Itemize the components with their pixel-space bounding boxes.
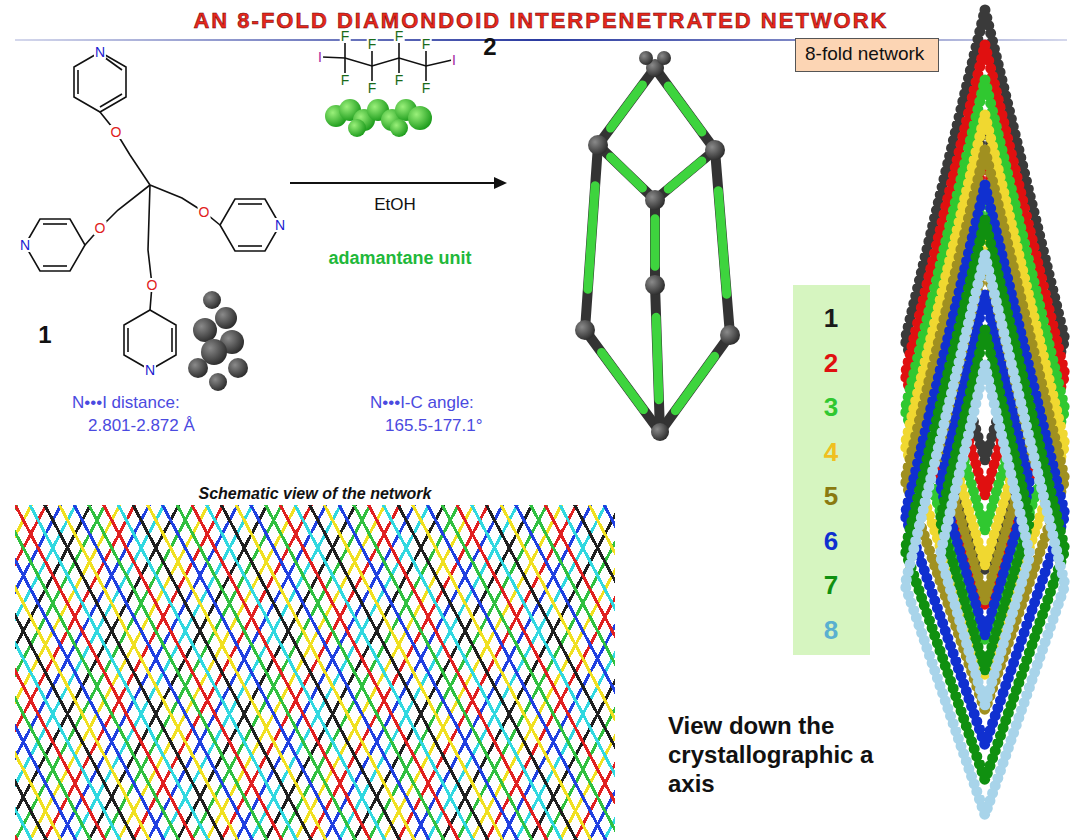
- atom-label: N: [144, 363, 156, 377]
- title-text: AN 8-FOLD DIAMONDOID INTERPENETRATED NET…: [0, 8, 1082, 34]
- atom-label: N: [19, 238, 31, 252]
- atom-label: O: [94, 221, 107, 235]
- adamantane-cage: [575, 51, 740, 441]
- atom-label: F: [367, 81, 378, 95]
- box-text: 8-fold network: [805, 43, 924, 65]
- solvent-label: EtOH: [374, 195, 416, 215]
- legend-number: 5: [824, 481, 838, 512]
- legend-number: 7: [824, 570, 838, 601]
- schematic-network: [15, 505, 615, 840]
- compound-number: 2: [483, 33, 496, 61]
- compound-number: 1: [38, 321, 51, 349]
- measurement-value: 165.5-177.1°: [385, 416, 483, 436]
- measurement-label: N•••I distance:: [72, 393, 180, 413]
- legend-number: 4: [824, 436, 838, 467]
- atom-label: F: [340, 29, 351, 43]
- tecton-model: [188, 291, 248, 391]
- reaction-arrow: [290, 182, 497, 184]
- atom-label: O: [146, 278, 159, 292]
- arrow-head: [494, 177, 507, 189]
- molecule-1: [25, 52, 280, 370]
- panel-heading: Schematic view of the network: [199, 485, 432, 503]
- unit-label: adamantane unit: [328, 248, 471, 269]
- atom-label: I: [451, 53, 457, 67]
- atom-label: I: [317, 50, 323, 64]
- legend-number: 6: [824, 525, 838, 556]
- diiodoperfluorobutane-model: [325, 99, 432, 137]
- legend-number: 3: [824, 392, 838, 423]
- molecule-2: [322, 36, 452, 88]
- legend-number: 1: [824, 303, 838, 334]
- view-caption: View down the crystallographic a axis: [668, 712, 883, 798]
- atom-label: N: [274, 218, 286, 232]
- legend-number: 2: [824, 347, 838, 378]
- interpenetrated-network: [905, 10, 1065, 815]
- atom-label: F: [367, 37, 378, 51]
- atom-label: F: [421, 81, 432, 95]
- atom-label: N: [94, 45, 106, 59]
- measurement-value: 2.801-2.872 Å: [88, 416, 195, 436]
- legend-panel: [793, 285, 870, 655]
- atom-label: F: [394, 29, 405, 43]
- label-box: 8-fold network: [795, 38, 939, 72]
- atom-label: F: [394, 73, 405, 87]
- measurement-label: N•••I-C angle:: [370, 393, 474, 413]
- atom-label: O: [198, 205, 211, 219]
- atom-label: F: [340, 73, 351, 87]
- legend-number: 8: [824, 614, 838, 645]
- atom-label: O: [110, 125, 123, 139]
- atom-label: F: [421, 37, 432, 51]
